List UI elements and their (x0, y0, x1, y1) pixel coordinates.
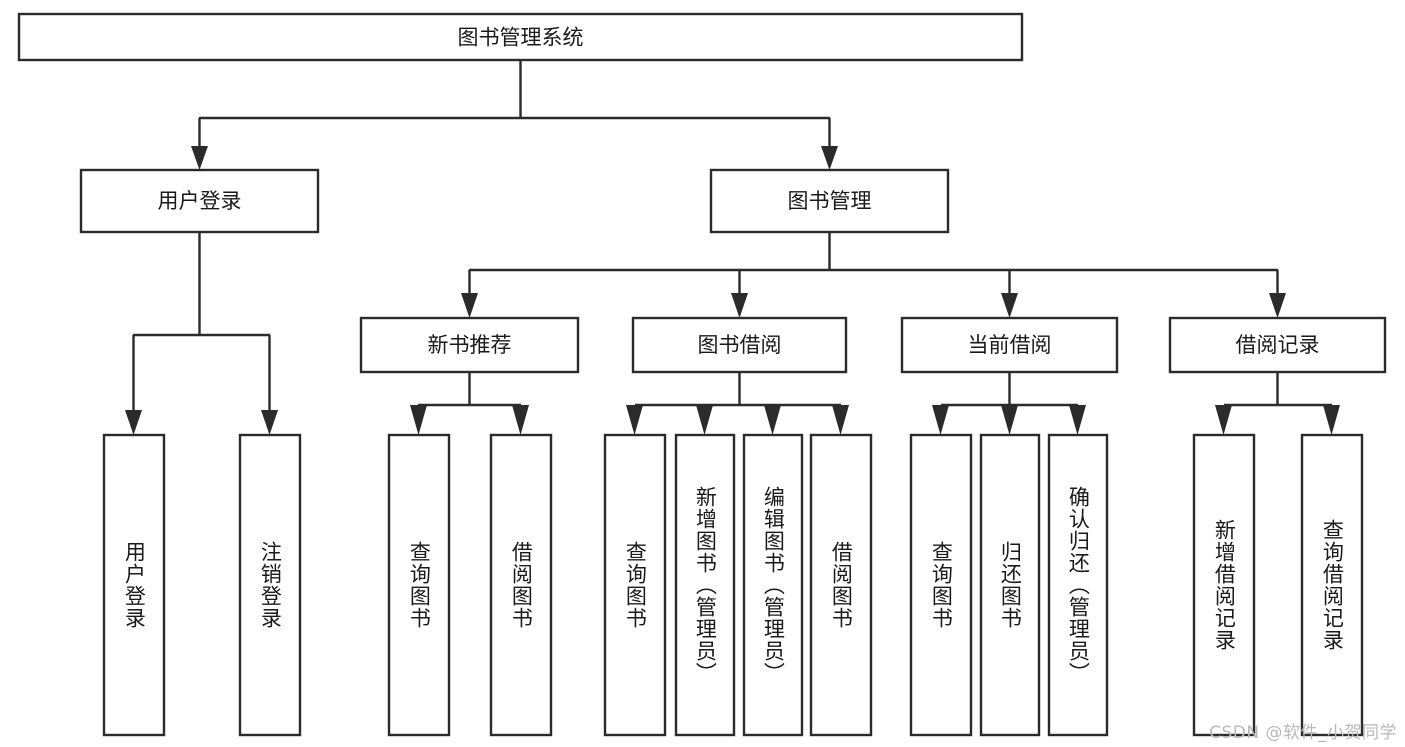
node-box-leaf-12[interactable] (1300, 433, 1364, 737)
node-label-root: 图书管理系统 (458, 26, 584, 50)
arrow-head-icon (832, 405, 849, 435)
node-box-leaf-2[interactable] (387, 433, 451, 737)
node-label-book-manage: 图书管理 (788, 189, 872, 213)
arrow-head-icon (1001, 293, 1018, 318)
connector-group-borrow-record (1215, 372, 1340, 435)
arrow-head-icon (461, 293, 478, 318)
arrow-head-icon (512, 405, 529, 435)
arrow-head-icon (1069, 405, 1086, 435)
arrow-head-icon (125, 410, 142, 435)
node-box-leaf-1[interactable] (238, 433, 302, 737)
arrow-head-icon (731, 293, 748, 318)
node-box-leaf-11[interactable] (1192, 433, 1256, 737)
arrow-head-icon (821, 146, 838, 170)
node-box-current-borrow[interactable] (900, 316, 1119, 374)
node-box-user-login[interactable] (79, 168, 320, 234)
node-box-leaf-5[interactable] (674, 433, 736, 737)
connector-group-current-borrow (932, 372, 1086, 435)
connector-group-borrow (626, 372, 849, 435)
arrow-head-icon (261, 410, 278, 435)
node-box-leaf-7[interactable] (809, 433, 873, 737)
connector-group-root (191, 60, 838, 170)
watermark-text: CSDN @软件_小贺同学 (1209, 723, 1397, 743)
node-label-book-borrow: 图书借阅 (698, 333, 782, 357)
node-label-new-book-recommend: 新书推荐 (428, 333, 512, 357)
arrow-head-icon (1323, 405, 1340, 435)
connector-group-user-login (125, 232, 278, 435)
arrow-head-icon (764, 405, 781, 435)
arrow-head-icon (696, 405, 713, 435)
connector-group-new-book (410, 372, 529, 435)
node-label-borrow-record: 借阅记录 (1236, 333, 1320, 357)
node-label-user-login: 用户登录 (158, 189, 242, 213)
arrow-head-icon (410, 405, 427, 435)
node-box-leaf-6[interactable] (742, 433, 804, 737)
node-box-leaf-4[interactable] (603, 433, 667, 737)
node-box-leaf-3[interactable] (489, 433, 553, 737)
arrow-head-icon (191, 146, 208, 170)
arrow-head-icon (932, 405, 949, 435)
arrow-head-icon (1215, 405, 1232, 435)
node-box-leaf-0[interactable] (102, 433, 166, 737)
node-box-new-book-recommend[interactable] (359, 316, 580, 374)
node-box-borrow-record[interactable] (1168, 316, 1387, 374)
node-label-current-borrow: 当前借阅 (968, 333, 1052, 357)
arrow-head-icon (1269, 293, 1286, 318)
arrow-head-icon (1001, 405, 1018, 435)
node-box-root[interactable] (17, 12, 1024, 62)
node-box-leaf-9[interactable] (979, 433, 1041, 737)
arrow-head-icon (626, 405, 643, 435)
node-box-leaf-10[interactable] (1047, 433, 1109, 737)
node-box-leaf-8[interactable] (909, 433, 973, 737)
connector-group-book-manage (461, 232, 1286, 318)
node-box-book-borrow[interactable] (631, 316, 848, 374)
node-box-book-manage[interactable] (709, 168, 950, 234)
